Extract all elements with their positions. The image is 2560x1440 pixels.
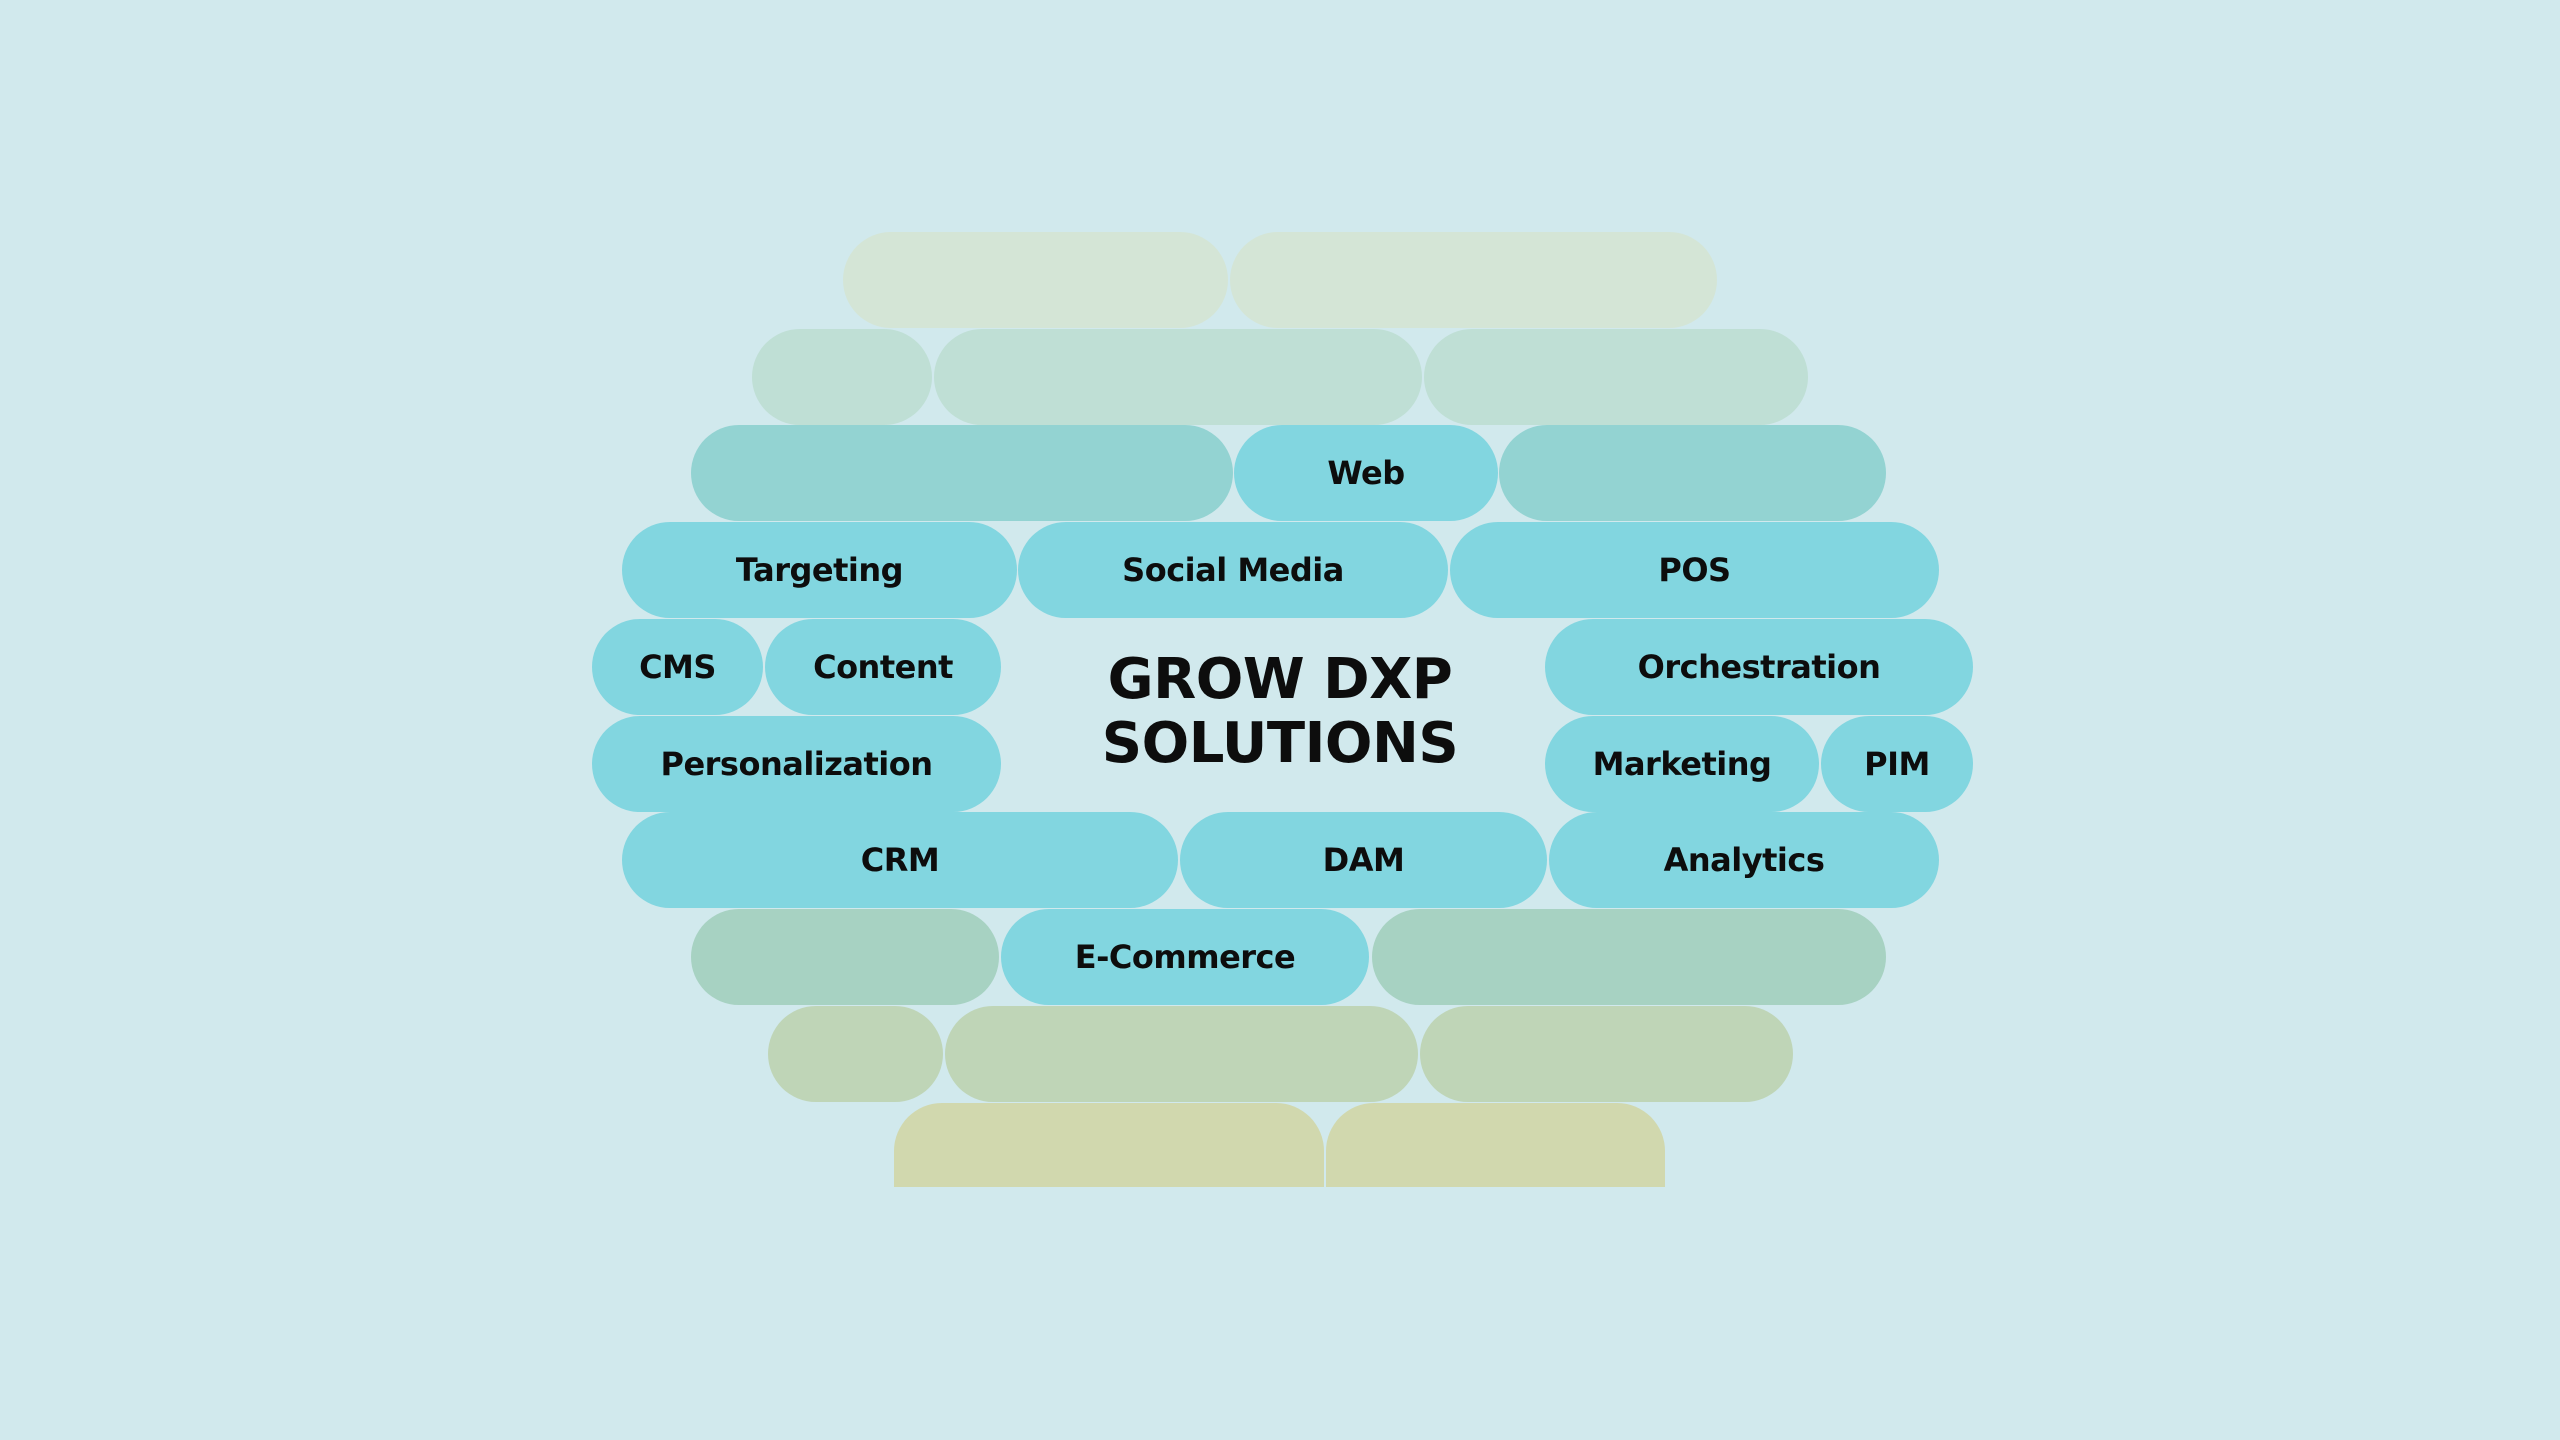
targeting-pill[interactable]: Targeting bbox=[622, 522, 1017, 618]
pim-label: PIM bbox=[1864, 745, 1930, 783]
social-media-label: Social Media bbox=[1122, 551, 1344, 589]
cms-pill[interactable]: CMS bbox=[592, 619, 763, 715]
blank-pill bbox=[843, 232, 1228, 328]
blank-pill bbox=[1326, 1103, 1665, 1187]
social-media-pill[interactable]: Social Media bbox=[1018, 522, 1448, 618]
web-pill[interactable]: Web bbox=[1234, 425, 1498, 521]
title-line-1: GROW DXP bbox=[1107, 647, 1453, 712]
ecommerce-label: E-Commerce bbox=[1074, 938, 1296, 976]
blank-pill bbox=[894, 1103, 1324, 1187]
diagram-title: GROW DXP SOLUTIONS bbox=[1080, 648, 1480, 776]
blank-pill bbox=[691, 425, 1233, 521]
pim-pill[interactable]: PIM bbox=[1821, 716, 1973, 812]
blank-pill bbox=[1230, 232, 1717, 328]
title-line-2: SOLUTIONS bbox=[1101, 711, 1459, 776]
web-label: Web bbox=[1327, 454, 1405, 492]
ecommerce-pill[interactable]: E-Commerce bbox=[1001, 909, 1369, 1005]
analytics-label: Analytics bbox=[1663, 841, 1825, 879]
orchestration-label: Orchestration bbox=[1637, 648, 1881, 686]
targeting-label: Targeting bbox=[735, 551, 904, 589]
personalization-pill[interactable]: Personalization bbox=[592, 716, 1001, 812]
analytics-pill[interactable]: Analytics bbox=[1549, 812, 1939, 908]
blank-pill bbox=[768, 1006, 943, 1102]
crm-label: CRM bbox=[860, 841, 940, 879]
crm-pill[interactable]: CRM bbox=[622, 812, 1178, 908]
personalization-label: Personalization bbox=[660, 745, 933, 783]
blank-pill bbox=[1372, 909, 1886, 1005]
pos-label: POS bbox=[1658, 551, 1731, 589]
blank-pill bbox=[1499, 425, 1886, 521]
blank-pill bbox=[1424, 329, 1808, 425]
marketing-pill[interactable]: Marketing bbox=[1545, 716, 1819, 812]
content-pill[interactable]: Content bbox=[765, 619, 1001, 715]
blank-pill bbox=[945, 1006, 1418, 1102]
pos-pill[interactable]: POS bbox=[1450, 522, 1939, 618]
orchestration-pill[interactable]: Orchestration bbox=[1545, 619, 1973, 715]
blank-pill bbox=[752, 329, 932, 425]
content-label: Content bbox=[813, 648, 953, 686]
dam-pill[interactable]: DAM bbox=[1180, 812, 1547, 908]
cms-label: CMS bbox=[639, 648, 716, 686]
marketing-label: Marketing bbox=[1592, 745, 1772, 783]
dam-label: DAM bbox=[1322, 841, 1405, 879]
blank-pill bbox=[1420, 1006, 1793, 1102]
blank-pill bbox=[934, 329, 1422, 425]
blank-pill bbox=[691, 909, 999, 1005]
